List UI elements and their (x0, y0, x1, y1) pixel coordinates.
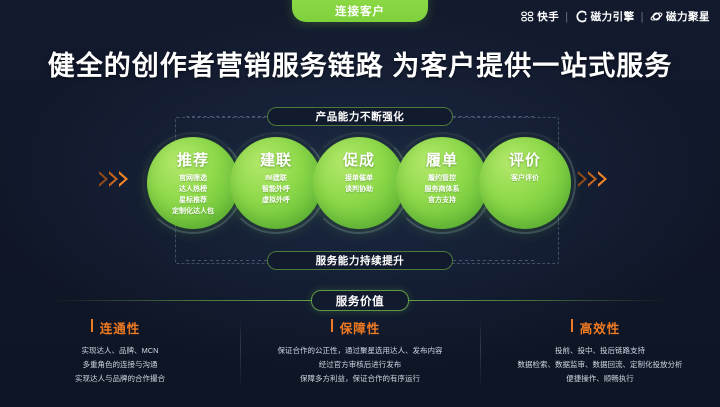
value-line-item: 实现达人、品牌、MCN (81, 346, 159, 355)
brand-separator-2: | (640, 10, 644, 23)
capsule-top-line-left (186, 116, 267, 117)
value-line-item: 经过官方审核后进行发布 (318, 359, 402, 369)
value-line-item: 投前、投中、投后链路支持 (555, 346, 645, 355)
flow-node-connect[interactable]: 建联 IM建联 智能外呼 虚拟外呼 (225, 132, 327, 234)
chevron-right-icon (109, 171, 118, 187)
node-sub-line: 虚拟外呼 (262, 197, 290, 205)
node-subtext: 接单催单 谈判协助 (345, 173, 373, 195)
brand-kuaishou-label: 快手 (537, 11, 560, 23)
node-sub-line: 定制化达人包 (172, 208, 214, 216)
node-sub-line: 达人热榜 (179, 186, 207, 194)
brand-separator-1: | (565, 10, 569, 23)
value-column-title: 连通性 (90, 318, 141, 337)
value-divider-right (407, 300, 672, 301)
page-title: 健全的创作者营销服务链路 为客户提供一站式服务 (47, 51, 673, 81)
node-sub-line: 官方支持 (428, 197, 456, 205)
chevron-right-icon (578, 171, 587, 187)
flow-node-row: 推荐 官网筛选 达人热榜 星标推荐 定制化达人包 建联 IM建联 智能外呼 虚拟… (0, 132, 720, 234)
flow-node-facilitate[interactable]: 促成 接单催单 谈判协助 (308, 132, 410, 234)
value-column-assurance: 保障性 保证合作的公正性，通过聚星选用达人、发布内容 经过官方审核后进行发布 保… (240, 318, 480, 396)
value-column-lines: 实现达人、品牌、MCN 多重角色的连接与沟通 实现达人与品牌的合作撮合 (0, 344, 240, 386)
node-subtext: 官网筛选 达人热榜 星标推荐 定制化达人包 (172, 173, 214, 217)
node-sub-line: 履约管控 (428, 175, 456, 182)
node-subtext: IM建联 智能外呼 虚拟外呼 (262, 173, 290, 206)
brand-magnetic-engine-label: 磁力引擎 (590, 11, 635, 23)
node-sub-line: 智能外呼 (262, 186, 290, 194)
brand-magnetic-juxing-label: 磁力聚星 (666, 11, 710, 23)
capsule-bottom-line-left (186, 260, 267, 261)
chevron-right-icon (99, 171, 108, 187)
capsule-product-capability: 产品能力不断强化 (267, 107, 453, 126)
brand-magnetic-juxing: 磁力聚星 (650, 9, 710, 24)
capsule-top-line-right (453, 116, 534, 117)
column-separator (240, 318, 241, 390)
value-line-item: 多重角色的连接与沟通 (82, 359, 158, 369)
brand-kuaishou: 快手 (521, 9, 559, 24)
top-pill-banner: 连接客户 (292, 0, 428, 22)
node-subtext: 客户评价 (511, 173, 539, 184)
capsule-bottom-line-right (453, 260, 534, 261)
node-subtext: 履约管控 服务商体系 官方支持 (425, 173, 460, 206)
flow-node-recommend[interactable]: 推荐 官网筛选 达人热榜 星标推荐 定制化达人包 (142, 132, 244, 234)
node-circle: 履单 履约管控 服务商体系 官方支持 (396, 137, 488, 229)
node-circle: 促成 接单催单 谈判协助 (313, 137, 405, 229)
node-circle: 评价 客户评价 (479, 137, 571, 229)
chevron-right-icon (598, 171, 607, 187)
node-title: 履单 (425, 152, 458, 169)
node-title: 评价 (508, 152, 541, 169)
top-pill-label: 连接客户 (335, 6, 385, 18)
node-sub-line: 接单催单 (345, 175, 373, 182)
node-sub-line: 谈判协助 (345, 186, 373, 194)
value-divider-left (48, 300, 313, 301)
column-separator (480, 318, 481, 390)
capsule-service-capability: 服务能力持续提升 (267, 251, 453, 270)
value-column-title: 高效性 (570, 318, 621, 337)
value-column-efficiency: 高效性 投前、投中、投后链路支持 数据检索、数据监审、数据回流、定制化投放分析 … (480, 318, 720, 396)
value-line-item: 实现达人与品牌的合作撮合 (75, 373, 165, 383)
node-ring (474, 132, 576, 234)
value-line-item: 保障多方利益，保证合作的有序运行 (300, 373, 420, 383)
node-title: 建联 (259, 152, 292, 169)
arrow-group-left (99, 171, 128, 187)
magnetic-juxing-logo-icon (650, 10, 663, 23)
node-sub-line: 客户评价 (511, 175, 539, 182)
capsule-service-value: 服务价值 (311, 290, 409, 311)
value-line-item: 保证合作的公正性，通过聚星选用达人、发布内容 (277, 346, 443, 355)
magnetic-engine-logo-icon (575, 10, 588, 23)
node-sub-line: 官网筛选 (179, 175, 207, 182)
flow-node-review[interactable]: 评价 客户评价 (474, 132, 576, 234)
chevron-right-icon (588, 171, 597, 187)
node-circle: 推荐 官网筛选 达人热榜 星标推荐 定制化达人包 (147, 137, 239, 229)
node-sub-line: 服务商体系 (424, 186, 460, 194)
brand-magnetic-engine: 磁力引擎 (575, 9, 635, 24)
brand-logo-bar: 快手 | 磁力引擎 | 磁力聚星 (521, 9, 710, 24)
node-circle: 建联 IM建联 智能外呼 虚拟外呼 (230, 137, 322, 229)
node-sub-line: IM建联 (265, 175, 287, 182)
node-title: 促成 (342, 152, 375, 169)
node-sub-line: 星标推荐 (179, 197, 207, 205)
node-title: 推荐 (176, 152, 209, 169)
value-column-title: 保障性 (330, 318, 381, 337)
kuaishou-logo-icon (521, 10, 534, 23)
value-line-item: 数据检索、数据监审、数据回流、定制化投放分析 (517, 359, 683, 369)
value-column-lines: 保证合作的公正性，通过聚星选用达人、发布内容 经过官方审核后进行发布 保障多方利… (240, 344, 480, 386)
flow-node-fulfill[interactable]: 履单 履约管控 服务商体系 官方支持 (391, 132, 493, 234)
value-column-connectivity: 连通性 实现达人、品牌、MCN 多重角色的连接与沟通 实现达人与品牌的合作撮合 (0, 318, 240, 396)
arrow-group-right (578, 171, 607, 187)
value-columns: 连通性 实现达人、品牌、MCN 多重角色的连接与沟通 实现达人与品牌的合作撮合 … (0, 318, 720, 396)
value-line-item: 便捷操作、顺畅执行 (566, 373, 634, 383)
chevron-right-icon (119, 171, 128, 187)
value-column-lines: 投前、投中、投后链路支持 数据检索、数据监审、数据回流、定制化投放分析 便捷操作… (480, 344, 720, 386)
